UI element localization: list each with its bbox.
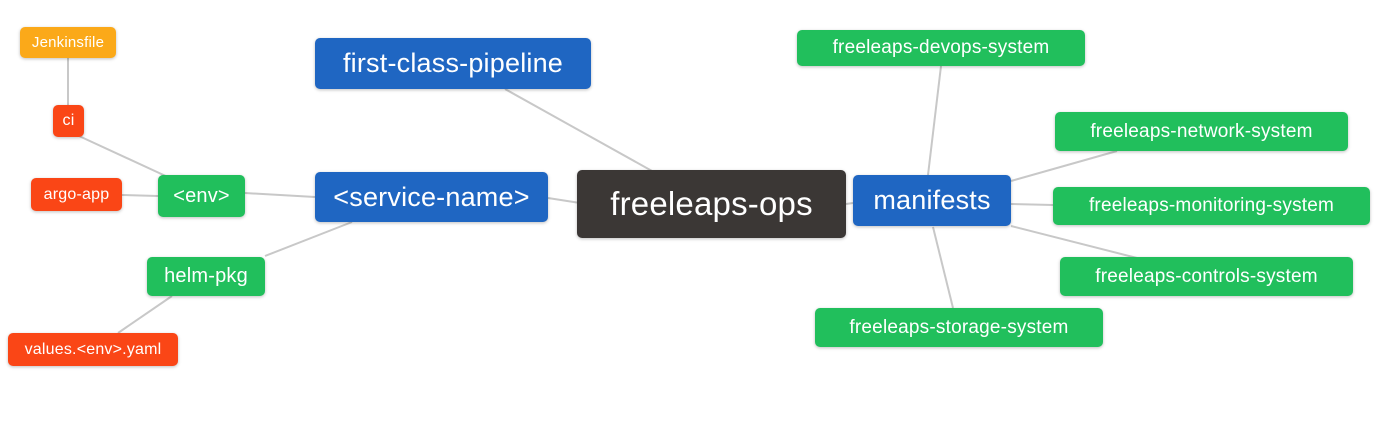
node-freeleaps-ops[interactable]: freeleaps-ops xyxy=(577,170,846,238)
node-jenkinsfile[interactable]: Jenkinsfile xyxy=(20,27,116,58)
node-ci[interactable]: ci xyxy=(53,105,84,137)
node-freeleaps-storage-system[interactable]: freeleaps-storage-system xyxy=(815,308,1103,347)
node-freeleaps-network-system[interactable]: freeleaps-network-system xyxy=(1055,112,1348,151)
edge-helm-pkg-service-name xyxy=(264,221,353,257)
edge-manifests-devops xyxy=(927,65,942,176)
node-freeleaps-monitoring-system[interactable]: freeleaps-monitoring-system xyxy=(1053,187,1370,225)
node-values-env-yaml[interactable]: values.<env>.yaml xyxy=(8,333,178,366)
edge-manifests-controls xyxy=(1010,225,1138,259)
edge-env-service-name xyxy=(244,192,316,198)
edge-ops-manifests xyxy=(845,202,854,205)
edge-manifests-network xyxy=(1010,150,1118,182)
node-manifests[interactable]: manifests xyxy=(853,175,1011,226)
edge-ci-env xyxy=(78,135,171,179)
edge-values-helm-pkg xyxy=(117,295,173,334)
node-freeleaps-controls-system[interactable]: freeleaps-controls-system xyxy=(1060,257,1353,296)
edge-manifests-storage xyxy=(932,226,954,309)
node-first-class-pipeline[interactable]: first-class-pipeline xyxy=(315,38,591,89)
node-env[interactable]: <env> xyxy=(158,175,245,217)
node-argo-app[interactable]: argo-app xyxy=(31,178,122,211)
node-service-name[interactable]: <service-name> xyxy=(315,172,548,222)
edge-manifests-monitoring xyxy=(1010,203,1054,206)
edge-argo-app-env xyxy=(121,194,159,197)
node-helm-pkg[interactable]: helm-pkg xyxy=(147,257,265,296)
edge-service-name-ops xyxy=(547,197,581,204)
edge-pipeline-ops xyxy=(504,88,653,172)
node-freeleaps-devops-system[interactable]: freeleaps-devops-system xyxy=(797,30,1085,66)
